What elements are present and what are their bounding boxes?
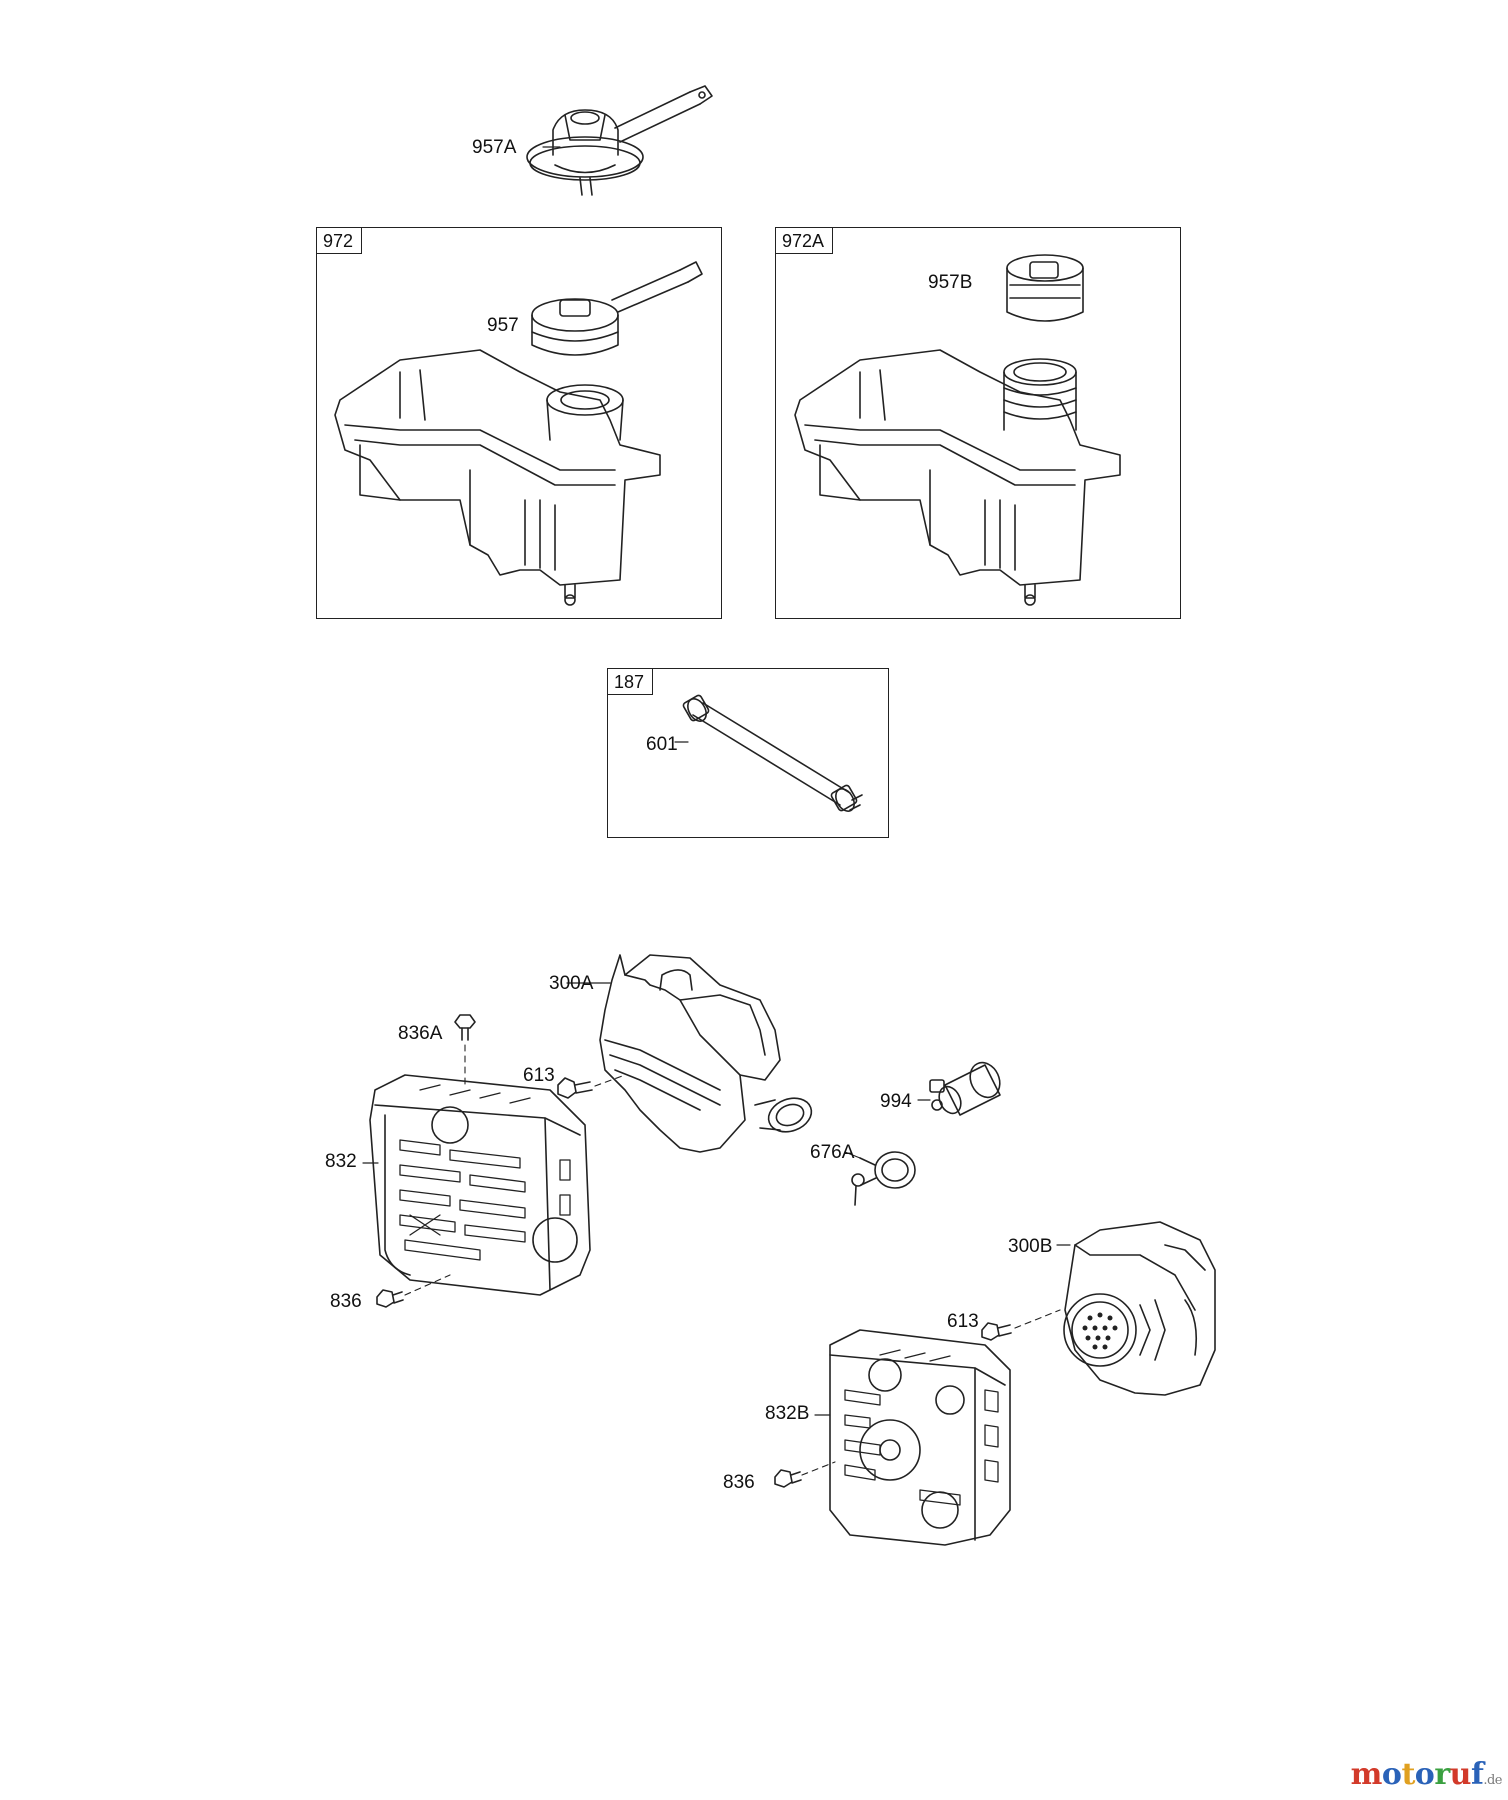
fuel-tank-972-part xyxy=(334,261,703,606)
group-number-972: 972 xyxy=(316,227,363,254)
fuel-tank-972A-part xyxy=(794,254,1121,606)
callout-613-upper: 613 xyxy=(523,1065,555,1086)
watermark-domain: .de xyxy=(1483,1773,1502,1788)
callout-836-left: 836 xyxy=(330,1291,362,1312)
callout-836-bottom: 836 xyxy=(723,1472,755,1493)
heat-shield-832B-part xyxy=(829,1329,1011,1546)
watermark-letter: u xyxy=(1449,1757,1472,1792)
watermark-letter: m xyxy=(1350,1757,1383,1792)
callout-836A: 836A xyxy=(398,1023,443,1044)
callout-832: 832 xyxy=(325,1151,357,1172)
watermark-letter: t xyxy=(1401,1757,1415,1792)
callout-613-lower: 613 xyxy=(947,1311,979,1332)
bolt-836-left-part xyxy=(376,1289,404,1308)
callout-832B: 832B xyxy=(765,1403,810,1424)
callout-300B: 300B xyxy=(1008,1236,1053,1257)
group-number-972A: 972A xyxy=(775,227,834,254)
watermark-letter: f xyxy=(1470,1757,1484,1792)
bolt-613-upper-part xyxy=(557,1077,593,1099)
callout-676A: 676A xyxy=(810,1142,855,1163)
watermark-letters: motoruf xyxy=(1351,1757,1484,1792)
fuel-line-601-part xyxy=(682,694,863,812)
muffler-300B-part xyxy=(1063,1221,1216,1396)
fuel-cap-957A-part xyxy=(526,85,713,196)
heat-shield-832-part xyxy=(369,1074,591,1296)
watermark-letter: o xyxy=(1381,1757,1402,1792)
callout-957A: 957A xyxy=(472,137,517,158)
muffler-300A-part xyxy=(599,954,813,1153)
clamp-676A-part xyxy=(851,1151,916,1206)
callout-601: 601 xyxy=(646,734,678,755)
group-number-187: 187 xyxy=(607,668,654,695)
callout-300A: 300A xyxy=(549,973,594,994)
watermark-letter: r xyxy=(1434,1757,1450,1792)
motoruf-watermark-logo: motoruf.de xyxy=(1351,1757,1503,1792)
bolt-613-lower-part xyxy=(981,1322,1012,1341)
bolt-836-bottom-part xyxy=(774,1469,802,1488)
bolt-836A-part xyxy=(454,1014,476,1041)
group-box-972: 972 xyxy=(316,227,722,619)
group-box-972A: 972A xyxy=(775,227,1181,619)
callout-994: 994 xyxy=(880,1091,912,1112)
callout-957: 957 xyxy=(487,315,519,336)
spark-arrestor-994-part xyxy=(929,1061,1001,1116)
callout-957B: 957B xyxy=(928,272,973,293)
watermark-letter: o xyxy=(1414,1757,1435,1792)
group-box-187: 187 xyxy=(607,668,889,838)
